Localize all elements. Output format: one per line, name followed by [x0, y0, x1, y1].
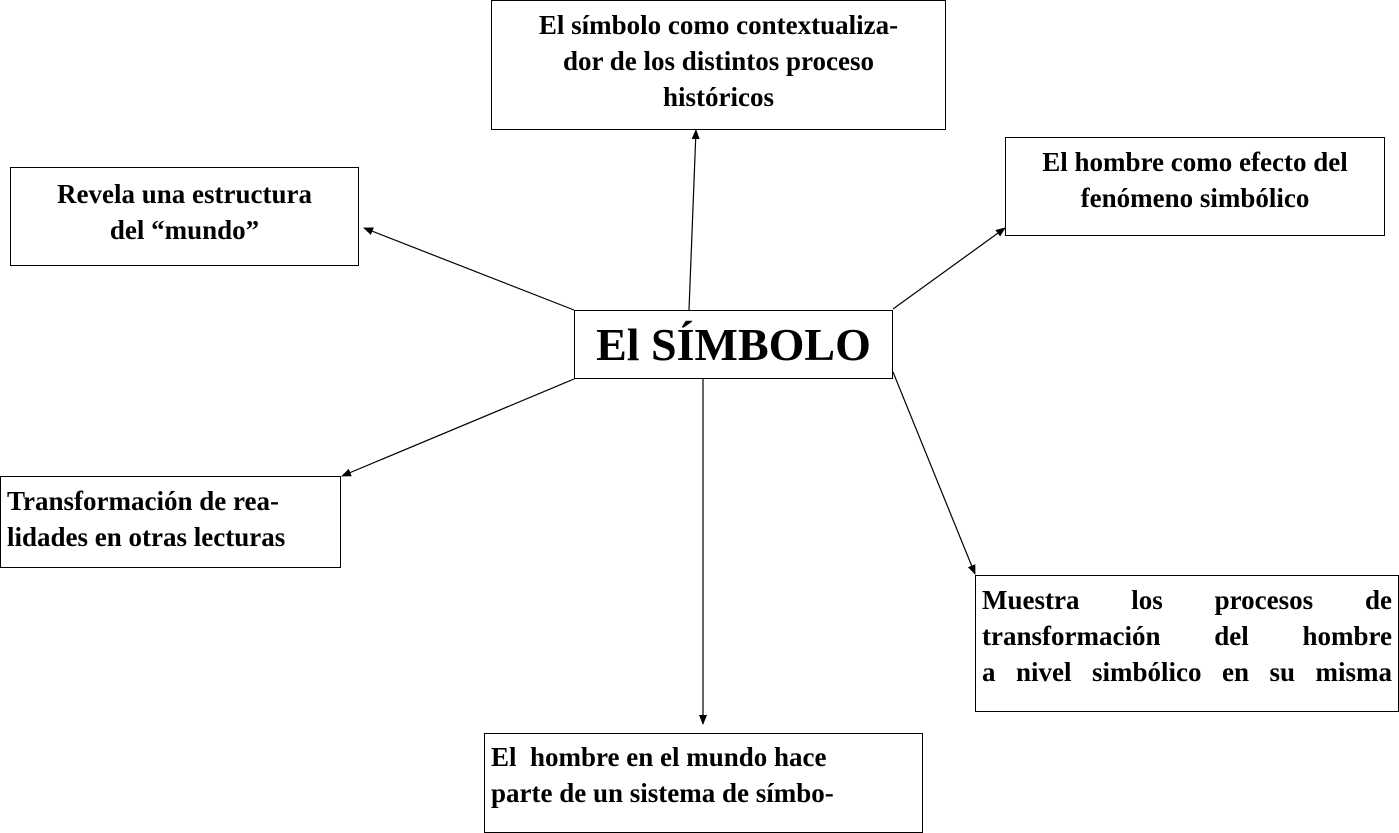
node-text-line: históricos	[663, 82, 774, 112]
node-transformacion-realidades: Transformación de rea- lidades en otras …	[0, 476, 341, 568]
node-text-line: Transformación de rea-	[7, 486, 279, 516]
node-hombre-en-el-mundo: El hombre en el mundo hace parte de un s…	[484, 733, 923, 833]
node-text-line: El símbolo como contextualiza-	[538, 10, 899, 40]
node-text-line: transformación del hombre	[982, 621, 1392, 651]
node-contextualizador: El símbolo como contextualiza- dor de lo…	[491, 0, 946, 130]
central-node-title: El SÍMBOLO	[596, 319, 871, 370]
edge-center-to-top-left	[363, 227, 575, 311]
node-text-line: Muestra los procesos de	[982, 585, 1392, 615]
node-text-line: Revela una estructura	[57, 179, 312, 209]
node-text-line: a nivel simbólico en su misma	[982, 657, 1392, 687]
node-muestra-procesos: Muestra los procesos de transformación d…	[975, 575, 1399, 712]
node-text-line: parte de un sistema de símbo-	[491, 778, 834, 808]
node-text-line: El hombre como efecto del	[1042, 147, 1348, 177]
node-text-line: del “mundo”	[109, 215, 260, 245]
edge-center-to-right	[892, 371, 976, 575]
node-text-line: lidades en otras lecturas	[7, 522, 286, 552]
node-text-line: dor de los distintos proceso	[562, 46, 875, 76]
node-revela-estructura: Revela una estructura del “mundo”	[10, 167, 359, 266]
node-hombre-efecto: El hombre como efecto del fenómeno simbó…	[1005, 137, 1385, 236]
edge-center-to-top-right	[892, 227, 1006, 310]
node-text-line: fenómeno simbólico	[1080, 183, 1310, 213]
edge-center-to-top	[688, 129, 700, 311]
central-node: El SÍMBOLO	[574, 310, 893, 379]
edge-center-to-left	[341, 378, 575, 477]
node-text-line: El hombre en el mundo hace	[491, 742, 827, 772]
